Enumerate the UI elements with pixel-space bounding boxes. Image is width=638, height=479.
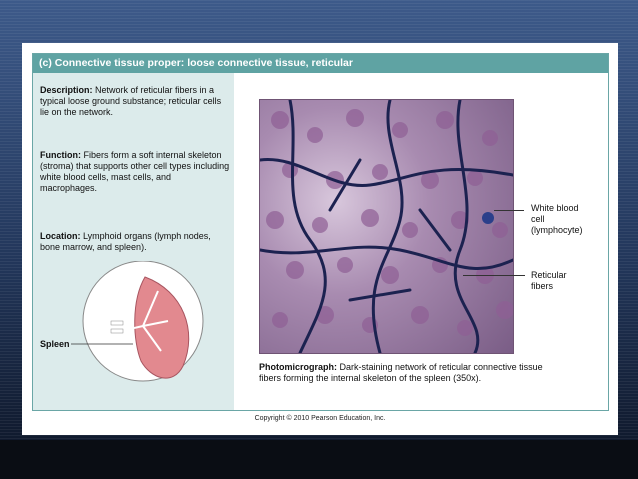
spleen-diagram: [71, 261, 204, 382]
wbc-label: White blood cell (lymphocyte): [531, 203, 583, 235]
location-text: Lymphoid organs (lymph nodes, bone marro…: [40, 231, 211, 252]
figure-banner: (c) Connective tissue proper: loose conn…: [33, 54, 608, 73]
spleen-organ: [134, 276, 190, 379]
fibers-label: Reticular fibers: [531, 270, 567, 291]
wbc-leader-line: [494, 210, 524, 211]
location-block: Location: Lymphoid organs (lymph nodes, …: [40, 231, 230, 253]
function-text: Fibers form a soft internal skeleton (st…: [40, 150, 230, 193]
info-panel: Description: Network of reticular fibers…: [33, 73, 234, 410]
function-block: Function: Fibers form a soft internal sk…: [40, 150, 230, 194]
caption-label: Photomicrograph:: [259, 362, 337, 372]
spleen-hilum-vessel-2: [110, 328, 124, 334]
spleen-hilum-vessel-1: [110, 320, 124, 326]
bottom-band: [0, 440, 638, 479]
spleen-label: Spleen: [40, 339, 70, 349]
description-block: Description: Network of reticular fibers…: [40, 85, 230, 118]
description-label: Description:: [40, 85, 93, 95]
function-label: Function:: [40, 150, 81, 160]
description-text: Network of reticular fibers in a typical…: [40, 85, 222, 117]
figure-card: (c) Connective tissue proper: loose conn…: [32, 53, 609, 411]
copyright-text: Copyright © 2010 Pearson Education, Inc.: [254, 415, 386, 422]
tissue-pattern: [260, 100, 513, 353]
caption-text: Dark-staining network of reticular conne…: [259, 362, 543, 383]
spleen-vessels: [120, 290, 169, 352]
photomicrograph: [259, 99, 514, 354]
photomicrograph-caption: Photomicrograph: Dark-staining network o…: [259, 362, 549, 384]
location-label: Location:: [40, 231, 81, 241]
fibers-leader-line: [463, 275, 525, 276]
